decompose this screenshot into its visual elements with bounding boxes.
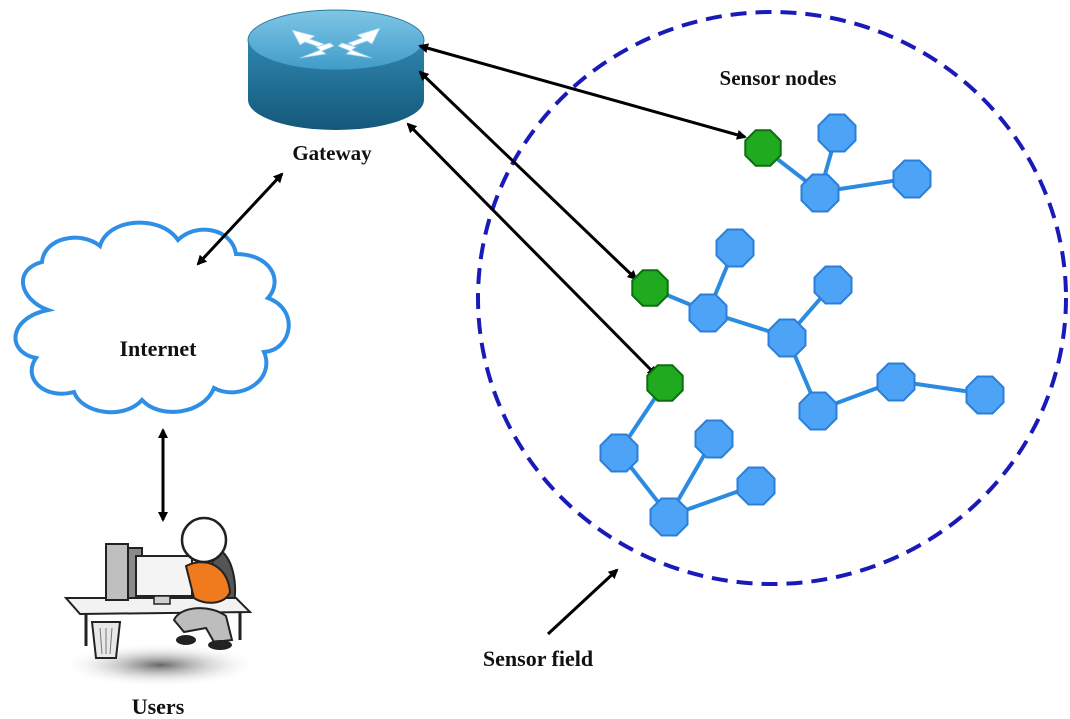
- sensor-node: [817, 113, 857, 153]
- workstation-user-icon: [60, 516, 260, 687]
- sensor-field-label: Sensor field: [483, 646, 593, 671]
- sensor-node: [798, 391, 838, 431]
- sensor-node: [649, 497, 689, 537]
- sensor-node: [715, 228, 755, 268]
- sensor-node: [876, 362, 916, 402]
- sensor-nodes-label: Sensor nodes: [720, 66, 837, 90]
- sensor-node: [694, 419, 734, 459]
- sensor-node: [767, 318, 807, 358]
- cloud-icon: [13, 220, 291, 415]
- sensor-nodes: [599, 113, 1005, 537]
- sensor-field-boundary: [476, 10, 1068, 586]
- sensor-node: [892, 159, 932, 199]
- sink-nodes: [631, 129, 782, 402]
- arrow-internet-gateway: [196, 172, 284, 266]
- router-icon: [247, 9, 425, 130]
- sensor-node: [688, 293, 728, 333]
- arrow-gateway-sink-1: [418, 43, 747, 140]
- sink-node: [631, 269, 669, 307]
- arrow-sensor-field-pointer: [546, 568, 619, 636]
- sink-node: [646, 364, 684, 402]
- arrow-gateway-sink-3: [406, 122, 658, 377]
- sink-node: [744, 129, 782, 167]
- sensor-node: [599, 433, 639, 473]
- sensor-node: [736, 466, 776, 506]
- gateway-label: Gateway: [292, 141, 372, 165]
- sensor-node: [813, 265, 853, 305]
- sensor-node: [965, 375, 1005, 415]
- arrow-gateway-sink-2: [418, 70, 638, 281]
- internet-label: Internet: [120, 336, 198, 361]
- users-label: Users: [132, 694, 185, 719]
- sensor-node: [800, 173, 840, 213]
